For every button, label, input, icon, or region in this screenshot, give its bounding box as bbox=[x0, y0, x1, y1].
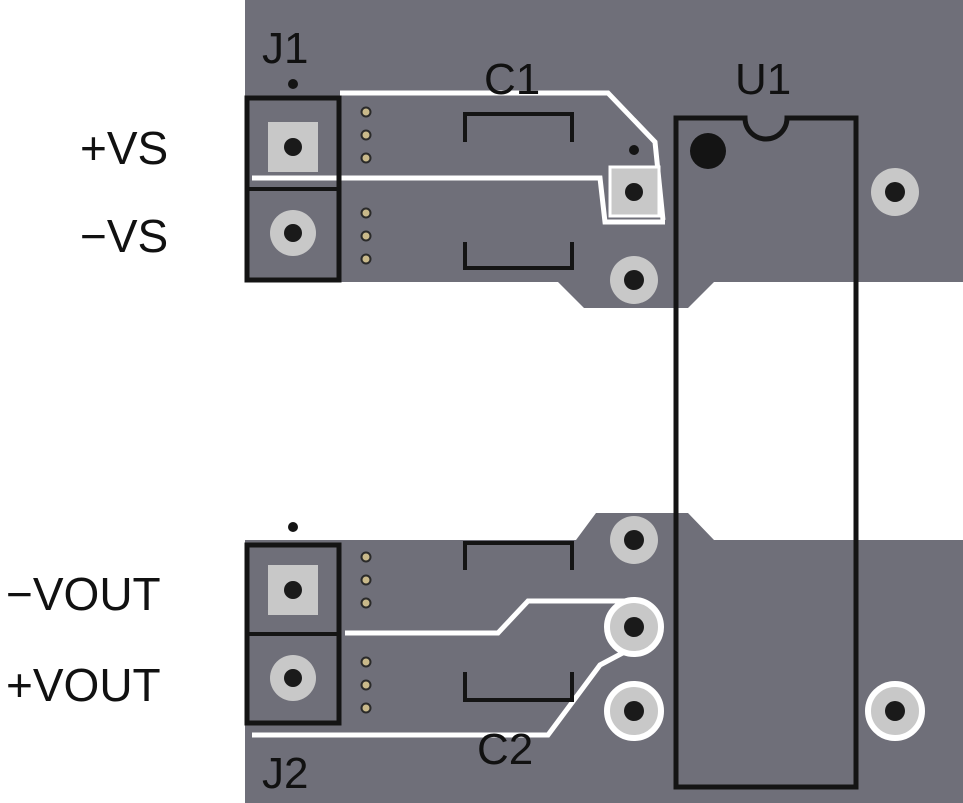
via-group-upper-1 bbox=[360, 106, 372, 164]
c2-outline-bottom bbox=[463, 672, 574, 702]
c1-outline-top bbox=[463, 112, 574, 142]
minus-vs-label: −VS bbox=[80, 210, 168, 262]
u1-pin1-square-pad bbox=[608, 165, 661, 218]
u1-pin5-hole bbox=[624, 701, 644, 721]
c1-outline-bottom bbox=[463, 242, 574, 270]
top-copper-pour bbox=[245, 0, 963, 308]
u1-pin1-hole bbox=[625, 183, 643, 201]
j1-pin2-hole bbox=[284, 224, 302, 242]
plus-vout-label: +VOUT bbox=[6, 659, 161, 711]
j1-pin1-hole bbox=[284, 138, 302, 156]
j2-pin1-marker bbox=[288, 522, 298, 532]
via-group-lower-2 bbox=[360, 656, 372, 714]
u1-pin2-hole bbox=[624, 270, 644, 290]
j2-pin2-hole bbox=[284, 669, 302, 687]
u1-pin8-hole bbox=[885, 182, 905, 202]
u1-pin1-dot bbox=[690, 133, 726, 169]
via-group-upper-2 bbox=[360, 207, 372, 265]
u1-ref-label: U1 bbox=[735, 55, 791, 104]
u1-pin4-hole bbox=[624, 617, 644, 637]
minus-vout-label: −VOUT bbox=[6, 568, 161, 620]
u1-package-outline bbox=[673, 115, 859, 790]
c1-ref-label: C1 bbox=[484, 55, 540, 104]
via-group-lower-1 bbox=[360, 551, 372, 609]
vout-trace-isolation bbox=[345, 598, 630, 636]
u1-pin6-hole bbox=[885, 701, 905, 721]
j2-ref-label: J2 bbox=[262, 749, 308, 798]
u1-pin1-marker bbox=[629, 145, 639, 155]
j1-ref-label: J1 bbox=[262, 24, 308, 73]
j1-pin1-marker bbox=[288, 79, 298, 89]
j2-pin1-hole bbox=[284, 581, 302, 599]
vs-trace-isolation-lower bbox=[252, 175, 665, 225]
bottom-copper-pour bbox=[245, 513, 963, 803]
u1-pin3-hole bbox=[624, 530, 644, 550]
plus-vs-label: +VS bbox=[80, 122, 168, 174]
c2-ref-label: C2 bbox=[477, 725, 533, 774]
c2-outline-top bbox=[463, 541, 574, 570]
